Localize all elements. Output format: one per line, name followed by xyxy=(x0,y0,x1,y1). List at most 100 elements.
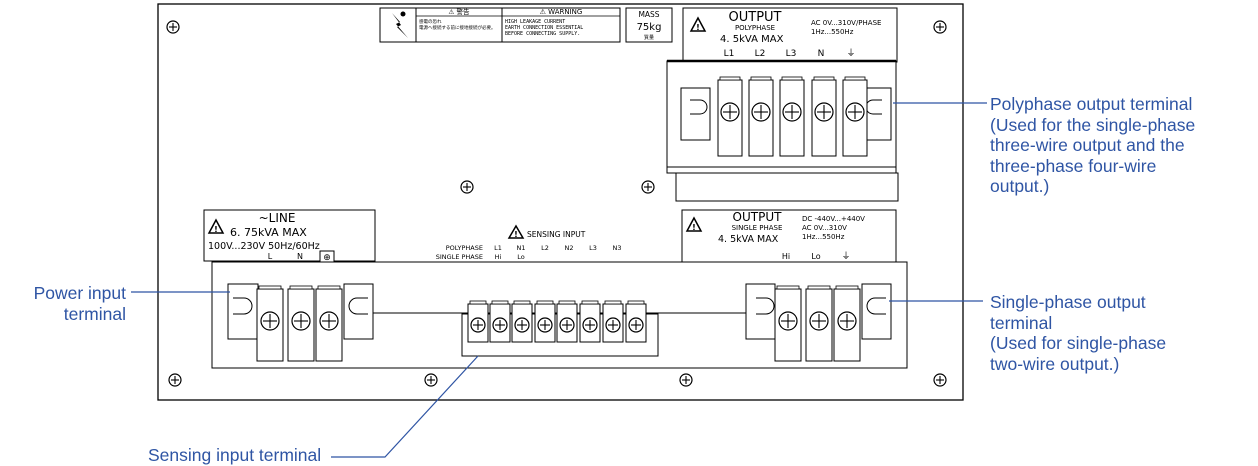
warning-jp-line-1: 感電の恐れ xyxy=(419,18,442,25)
callout-line: (Used for the single-phase xyxy=(990,114,1196,135)
terminal-screw-icon xyxy=(537,317,553,333)
callout-line: terminal xyxy=(990,312,1053,333)
single-output-ac: AC 0V...310V xyxy=(802,224,847,232)
mounting-screw-icon xyxy=(168,373,182,387)
mounting-screw-icon xyxy=(679,373,693,387)
terminal-post xyxy=(748,76,774,157)
callout-single-phase-output-terminal: Single-phase output terminal (Used for s… xyxy=(990,292,1166,374)
terminal-post xyxy=(534,300,556,343)
line-terminal-ground-icon: ⊕ xyxy=(323,253,331,263)
sensing-input-label: ! SENSING INPUT POLYPHASE SINGLE PHASE L… xyxy=(436,224,622,261)
callout-line: Sensing input terminal xyxy=(148,445,322,465)
terminal-screw-icon xyxy=(720,102,740,122)
sensing-input-terminal-block xyxy=(461,300,659,357)
svg-text:!: ! xyxy=(514,230,518,239)
callout-sensing-input-terminal: Sensing input terminal xyxy=(148,445,321,466)
mounting-screw-icon xyxy=(933,373,947,387)
terminal-post xyxy=(805,285,833,362)
single-output-mode: SINGLE PHASE xyxy=(732,224,783,232)
sensing-single-label: SINGLE PHASE xyxy=(436,253,483,261)
poly-terminal-label: L1 xyxy=(724,49,735,59)
sensing-poly-terminal-label: L3 xyxy=(589,244,597,252)
callout-line: three-phase four-wire xyxy=(990,155,1157,176)
terminal-post xyxy=(315,285,343,362)
single-phase-output-label: ! OUTPUT SINGLE PHASE 4. 5kVA MAX DC -44… xyxy=(681,209,897,263)
line-title: ~LINE xyxy=(259,211,296,225)
terminal-screw-icon xyxy=(845,102,865,122)
terminal-post xyxy=(779,76,805,157)
terminal-post xyxy=(842,76,868,157)
single-terminal-lo: Lo xyxy=(811,252,820,261)
warning-jp-line-2: 電源へ接続する前に接地接続が必要。 xyxy=(419,24,496,31)
terminal-screw-icon xyxy=(582,317,598,333)
terminal-screw-icon xyxy=(605,317,621,333)
callout-polyphase-output-terminal: Polyphase output terminal (Used for the … xyxy=(990,94,1195,197)
poly-output-mode: POLYPHASE xyxy=(735,24,775,32)
callout-line: (Used for single-phase xyxy=(990,333,1167,353)
power-input-terminal-block xyxy=(227,283,374,362)
svg-text:!: ! xyxy=(696,23,700,32)
warning-triangle-icon: ! xyxy=(507,224,525,239)
terminal-post xyxy=(287,285,315,362)
svg-text:!: ! xyxy=(214,225,218,234)
warning-en-line-1: HIGH LEAKAGE CURRENT xyxy=(505,19,565,25)
sensing-title: SENSING INPUT xyxy=(527,230,586,239)
terminal-post xyxy=(717,76,743,157)
terminal-post xyxy=(811,76,837,157)
callout-line: two-wire output.) xyxy=(990,353,1120,374)
callout-line: output.) xyxy=(990,176,1050,196)
mounting-screw-icon xyxy=(641,180,655,194)
sensing-poly-terminal-label: L1 xyxy=(494,244,502,252)
poly-output-frequency: 1Hz...550Hz xyxy=(811,28,854,36)
poly-terminal-label: N xyxy=(818,49,825,59)
mounting-screw-icon xyxy=(933,20,947,34)
warning-triangle-icon: ! xyxy=(689,16,707,32)
line-input-label: ! ~LINE 6. 75kVA MAX 100V...230V 50Hz/60… xyxy=(203,209,376,263)
electric-shock-icon xyxy=(392,11,408,38)
terminal-post xyxy=(579,300,601,343)
callout-line: Single-phase output xyxy=(990,292,1146,312)
warning-triangle-icon: ! xyxy=(207,218,225,234)
warning-jp-title: ⚠ 警告 xyxy=(449,7,470,16)
terminal-screw-icon xyxy=(470,317,486,333)
callout-line: Power input xyxy=(33,283,126,303)
svg-text:!: ! xyxy=(692,223,696,232)
terminal-post xyxy=(467,300,489,343)
terminal-post xyxy=(511,300,533,343)
mass-label: MASS 75kg 質量 xyxy=(625,7,673,43)
poly-terminal-label: ⏚ xyxy=(846,48,855,59)
callout-power-input-terminal: Power input terminal xyxy=(4,283,126,324)
terminal-screw-icon xyxy=(814,102,834,122)
single-terminal-hi: Hi xyxy=(782,252,790,261)
line-terminal-l: L xyxy=(268,252,273,261)
warning-en-line-2: EARTH CONNECTION ESSENTIAL xyxy=(505,25,583,31)
terminal-post xyxy=(625,300,647,343)
mounting-screw-icon xyxy=(460,180,474,194)
terminal-screw-icon xyxy=(809,311,829,331)
line-rating: 100V...230V 50Hz/60Hz xyxy=(208,241,320,252)
terminal-screw-icon xyxy=(260,311,280,331)
terminal-screw-icon xyxy=(751,102,771,122)
warning-triangle-icon: ! xyxy=(685,216,703,232)
terminal-post xyxy=(774,285,802,362)
terminal-screw-icon xyxy=(837,311,857,331)
single-output-frequency: 1Hz...550Hz xyxy=(802,233,845,241)
poly-output-capacity: 4. 5kVA MAX xyxy=(720,34,784,45)
poly-output-voltage: AC 0V...310V/PHASE xyxy=(811,19,881,27)
terminal-screw-icon xyxy=(291,311,311,331)
terminal-post xyxy=(556,300,578,343)
leader-sensing xyxy=(331,355,479,458)
mounting-screw-icon xyxy=(166,20,180,34)
warning-en-line-3: BEFORE CONNECTING SUPPLY. xyxy=(505,31,580,37)
terminal-post xyxy=(602,300,624,343)
terminal-screw-icon xyxy=(514,317,530,333)
terminal-screw-icon xyxy=(559,317,575,333)
terminal-post xyxy=(256,285,284,362)
warning-en-title: ⚠ WARNING xyxy=(540,8,583,16)
sensing-poly-label: POLYPHASE xyxy=(446,244,483,252)
line-terminal-n: N xyxy=(297,252,303,261)
terminal-post xyxy=(489,300,511,343)
terminal-post xyxy=(833,285,861,362)
